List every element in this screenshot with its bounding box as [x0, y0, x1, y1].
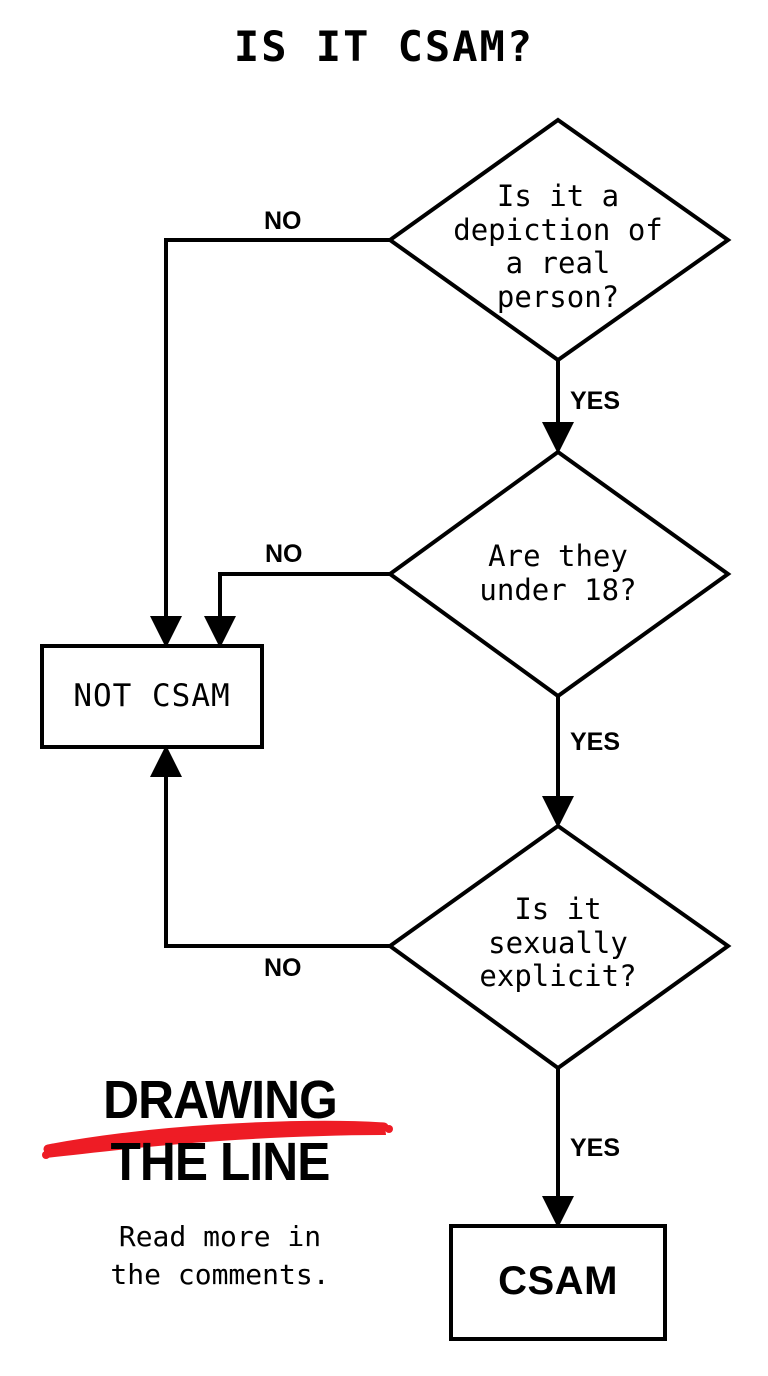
decision-shape-q3[interactable] [386, 823, 732, 1071]
edge-q1-no-line [164, 238, 390, 628]
logo-word-drawing: DRAWING [103, 1070, 338, 1130]
edge-q3-no-line [164, 765, 390, 948]
logo-subtitle: Read more in the comments. [110, 1220, 330, 1291]
decision-shape-q1[interactable] [386, 117, 732, 363]
edge-label-q2-yes: YES [570, 728, 621, 756]
edge-q1-no-arrowhead [150, 616, 182, 648]
decision-shape-q2[interactable] [386, 449, 732, 699]
terminal-shape-not-csam[interactable] [40, 644, 264, 749]
edge-label-q3-no: NO [264, 954, 302, 982]
page-title: IS IT CSAM? [233, 22, 535, 71]
edge-label-q1-no: NO [264, 207, 302, 235]
edge-label-q1-yes: YES [570, 387, 621, 415]
logo-word-the-line: THE LINE [110, 1132, 331, 1192]
edge-q2-yes-arrowhead [542, 796, 574, 828]
edge-q1-yes-arrowhead [542, 422, 574, 454]
edge-label-q2-no: NO [265, 540, 303, 568]
terminal-shape-csam[interactable] [449, 1224, 667, 1341]
edge-q3-no-arrowhead [150, 745, 182, 777]
edge-q2-no-arrowhead [204, 616, 236, 648]
edge-q2-no-line [218, 572, 390, 628]
edge-label-q3-yes: YES [570, 1134, 621, 1162]
brand-logo: DRAWING THE LINE Read more in the commen… [40, 1073, 400, 1293]
edge-q3-yes-arrowhead [542, 1196, 574, 1228]
